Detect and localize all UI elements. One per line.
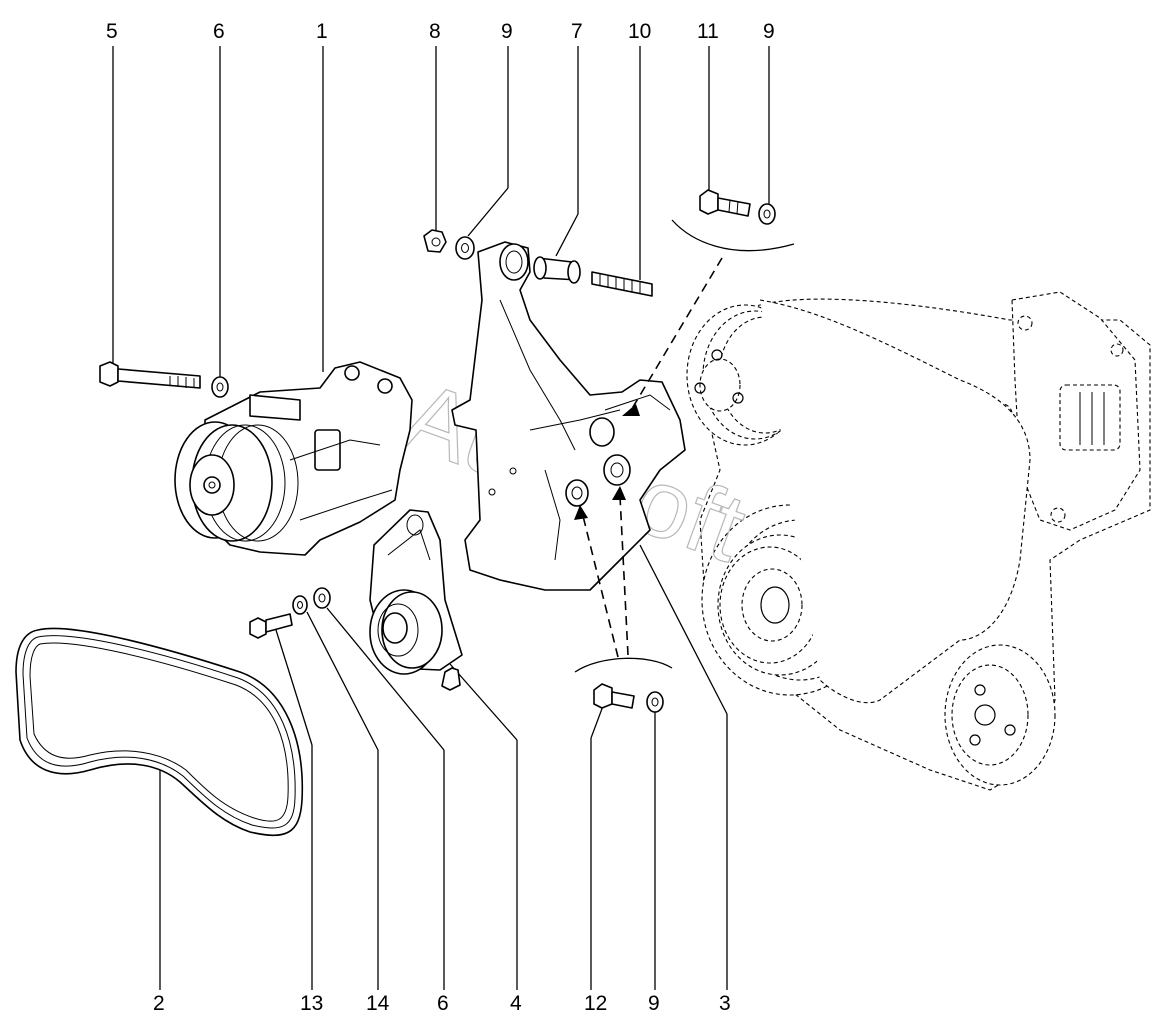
callout-8: 8 [429,20,441,43]
bolt-long [99,361,201,389]
callout-5: 5 [106,20,118,43]
callout-7: 7 [571,20,583,43]
callout-labels-bottom: 2 13 14 6 4 12 9 3 [153,992,731,1015]
callout-10: 10 [628,20,651,43]
tensioner-bolt [441,667,461,691]
bolt-13 [249,613,293,639]
nut-8 [423,229,447,253]
washer-6-bottom [313,587,331,609]
drive-belt [15,627,304,837]
tensioner-pulley-4 [369,509,463,675]
washer-14 [292,595,308,615]
callout-6-top: 6 [213,20,225,43]
washer-9-top-right [758,203,776,225]
mounting-bracket-3 [451,241,686,591]
callout-13: 13 [300,992,323,1015]
bolt-12 [593,683,635,709]
callout-9-top-a: 9 [501,20,513,43]
stud-10 [591,271,653,297]
callout-9-top-b: 9 [763,20,775,43]
washer-top-left [211,376,229,398]
callout-1: 1 [316,20,328,43]
callout-4: 4 [510,992,522,1015]
assembly-paths [574,257,723,658]
callout-6-bottom: 6 [437,992,449,1015]
callout-12: 12 [584,992,607,1015]
alternator [1011,291,1141,531]
bolt-11 [699,189,751,217]
spacer-sleeve-7 [533,256,581,284]
power-steering-pulley [944,644,1056,786]
callout-2: 2 [153,992,165,1015]
leader-lines [112,46,770,990]
callout-3: 3 [719,992,731,1015]
callout-11: 11 [697,20,719,43]
callout-14: 14 [366,992,390,1015]
ac-compressor [174,361,413,556]
engine-front-outline [686,291,1151,791]
callout-labels-top: 5 6 1 8 9 7 10 11 9 [106,20,775,43]
arc-group-12-9 [574,657,673,673]
callout-9-bottom: 9 [648,992,660,1015]
washer-9-bottom [646,691,664,713]
washer-9-top [455,236,475,260]
arc-group-11-9 [671,219,795,252]
